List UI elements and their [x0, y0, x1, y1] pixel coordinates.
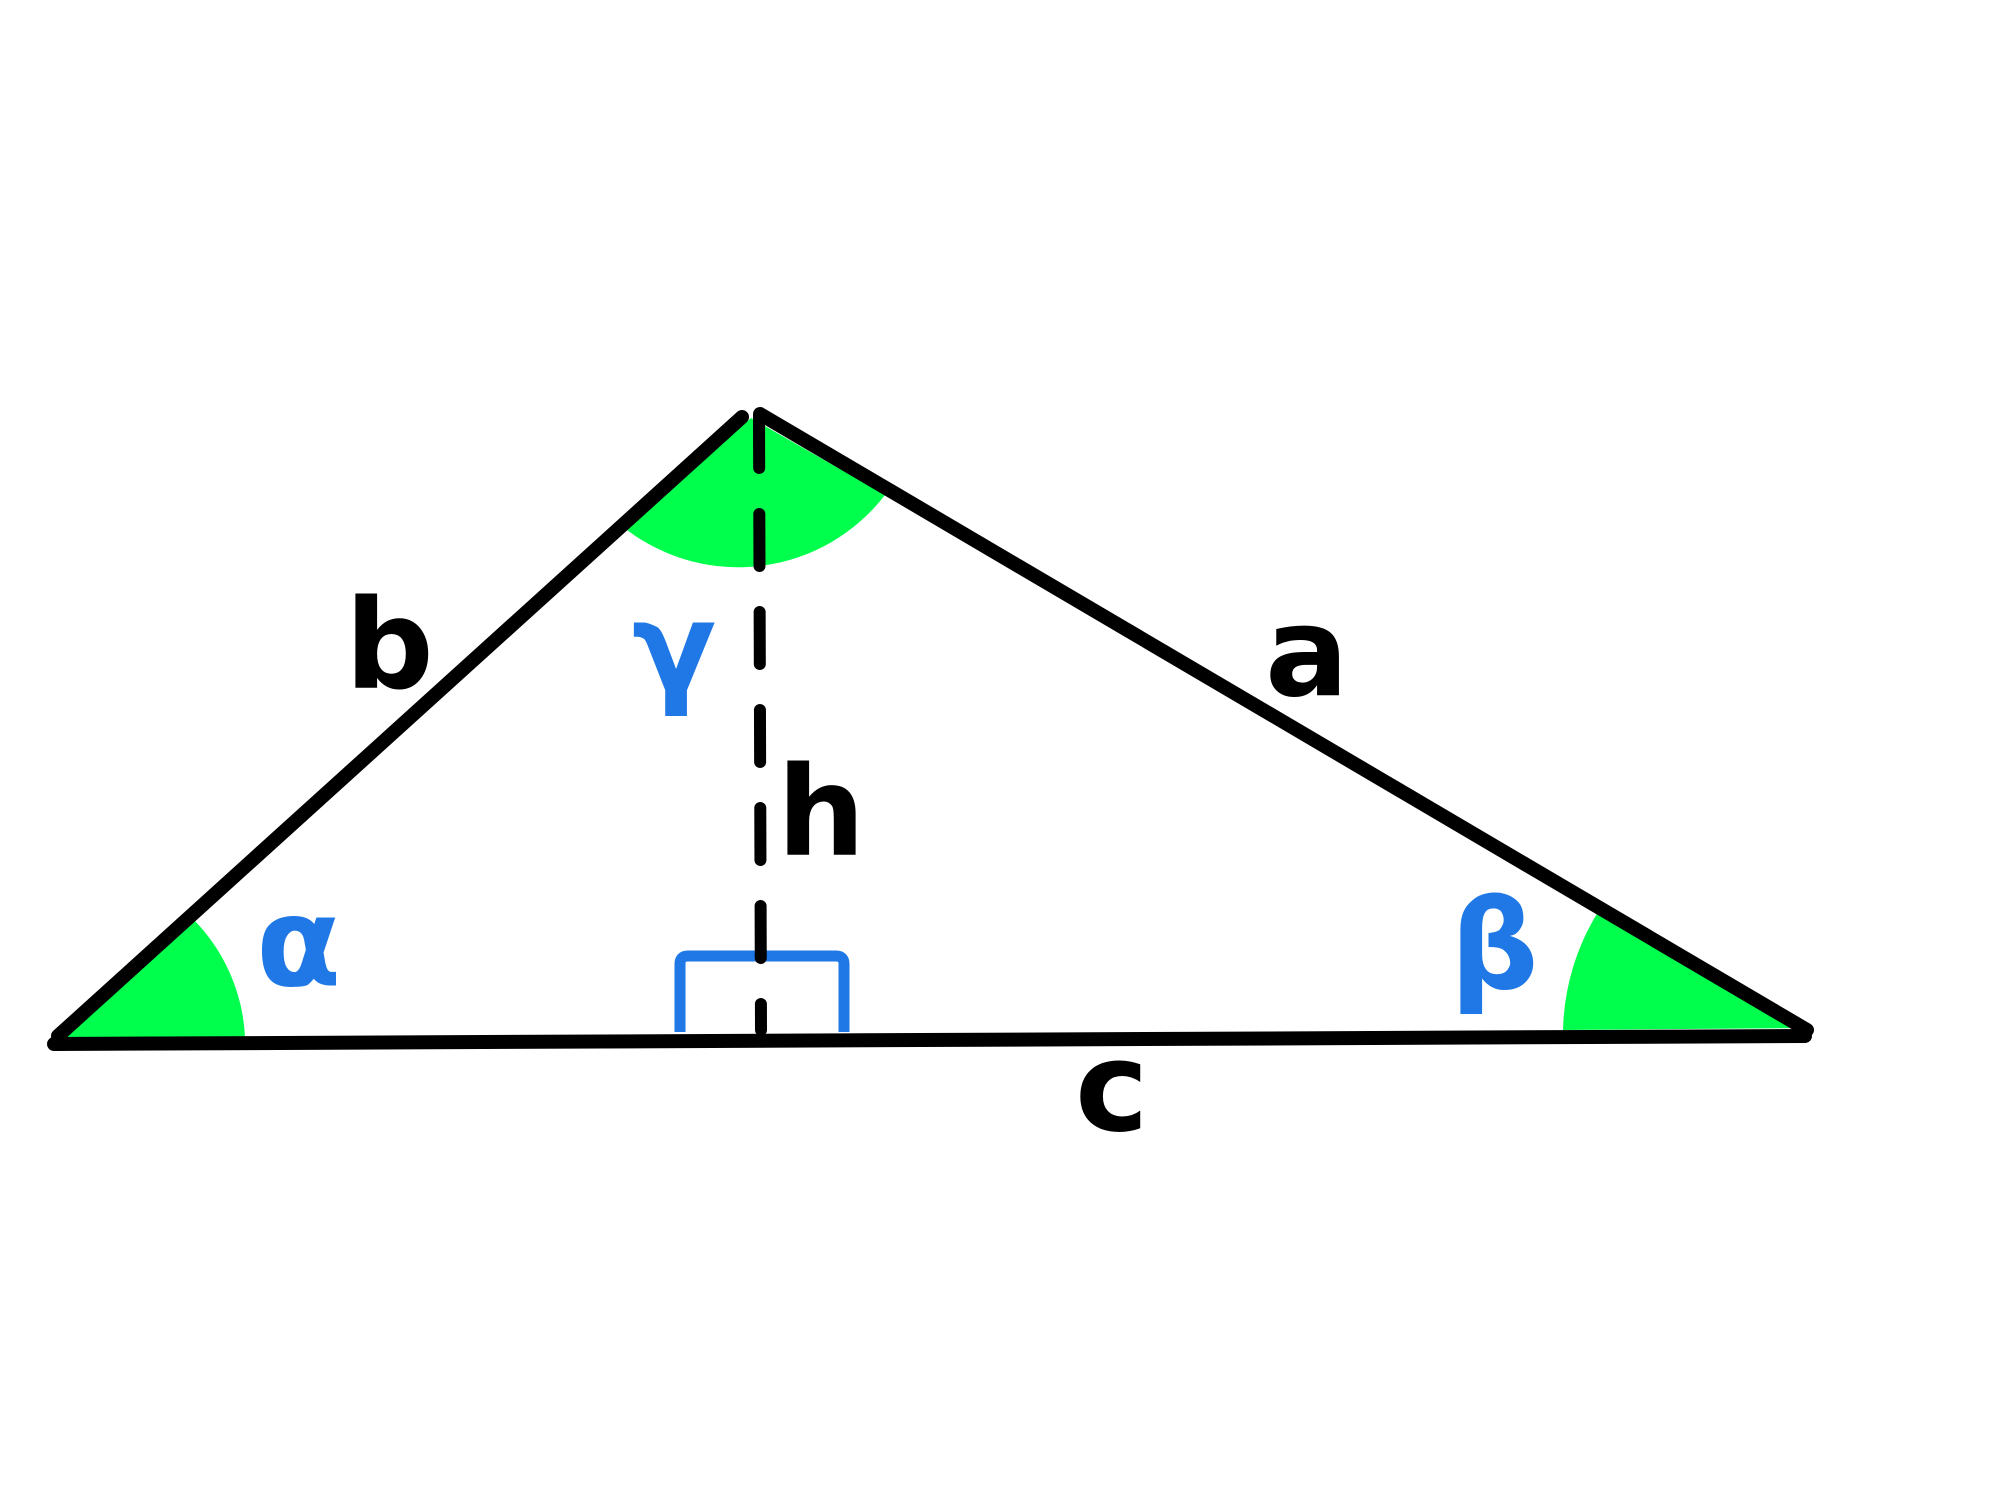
side-a-label: a — [1265, 581, 1349, 725]
side-c-label: c — [1075, 1016, 1149, 1160]
side-a-line — [753, 407, 1814, 1037]
height-label: h — [777, 741, 865, 885]
angle-beta-sector — [1563, 912, 1802, 1030]
side-b-line — [51, 410, 749, 1043]
angle-beta-label: β — [1450, 874, 1539, 1018]
angle-alpha-label: α — [256, 871, 341, 1015]
side-b-label: b — [345, 574, 434, 718]
angle-alpha-sector — [58, 918, 245, 1038]
angle-gamma-label: γ — [632, 576, 716, 720]
angle-gamma-sector — [627, 418, 885, 568]
height-line — [753, 410, 767, 1036]
side-c-line — [47, 1029, 1812, 1051]
